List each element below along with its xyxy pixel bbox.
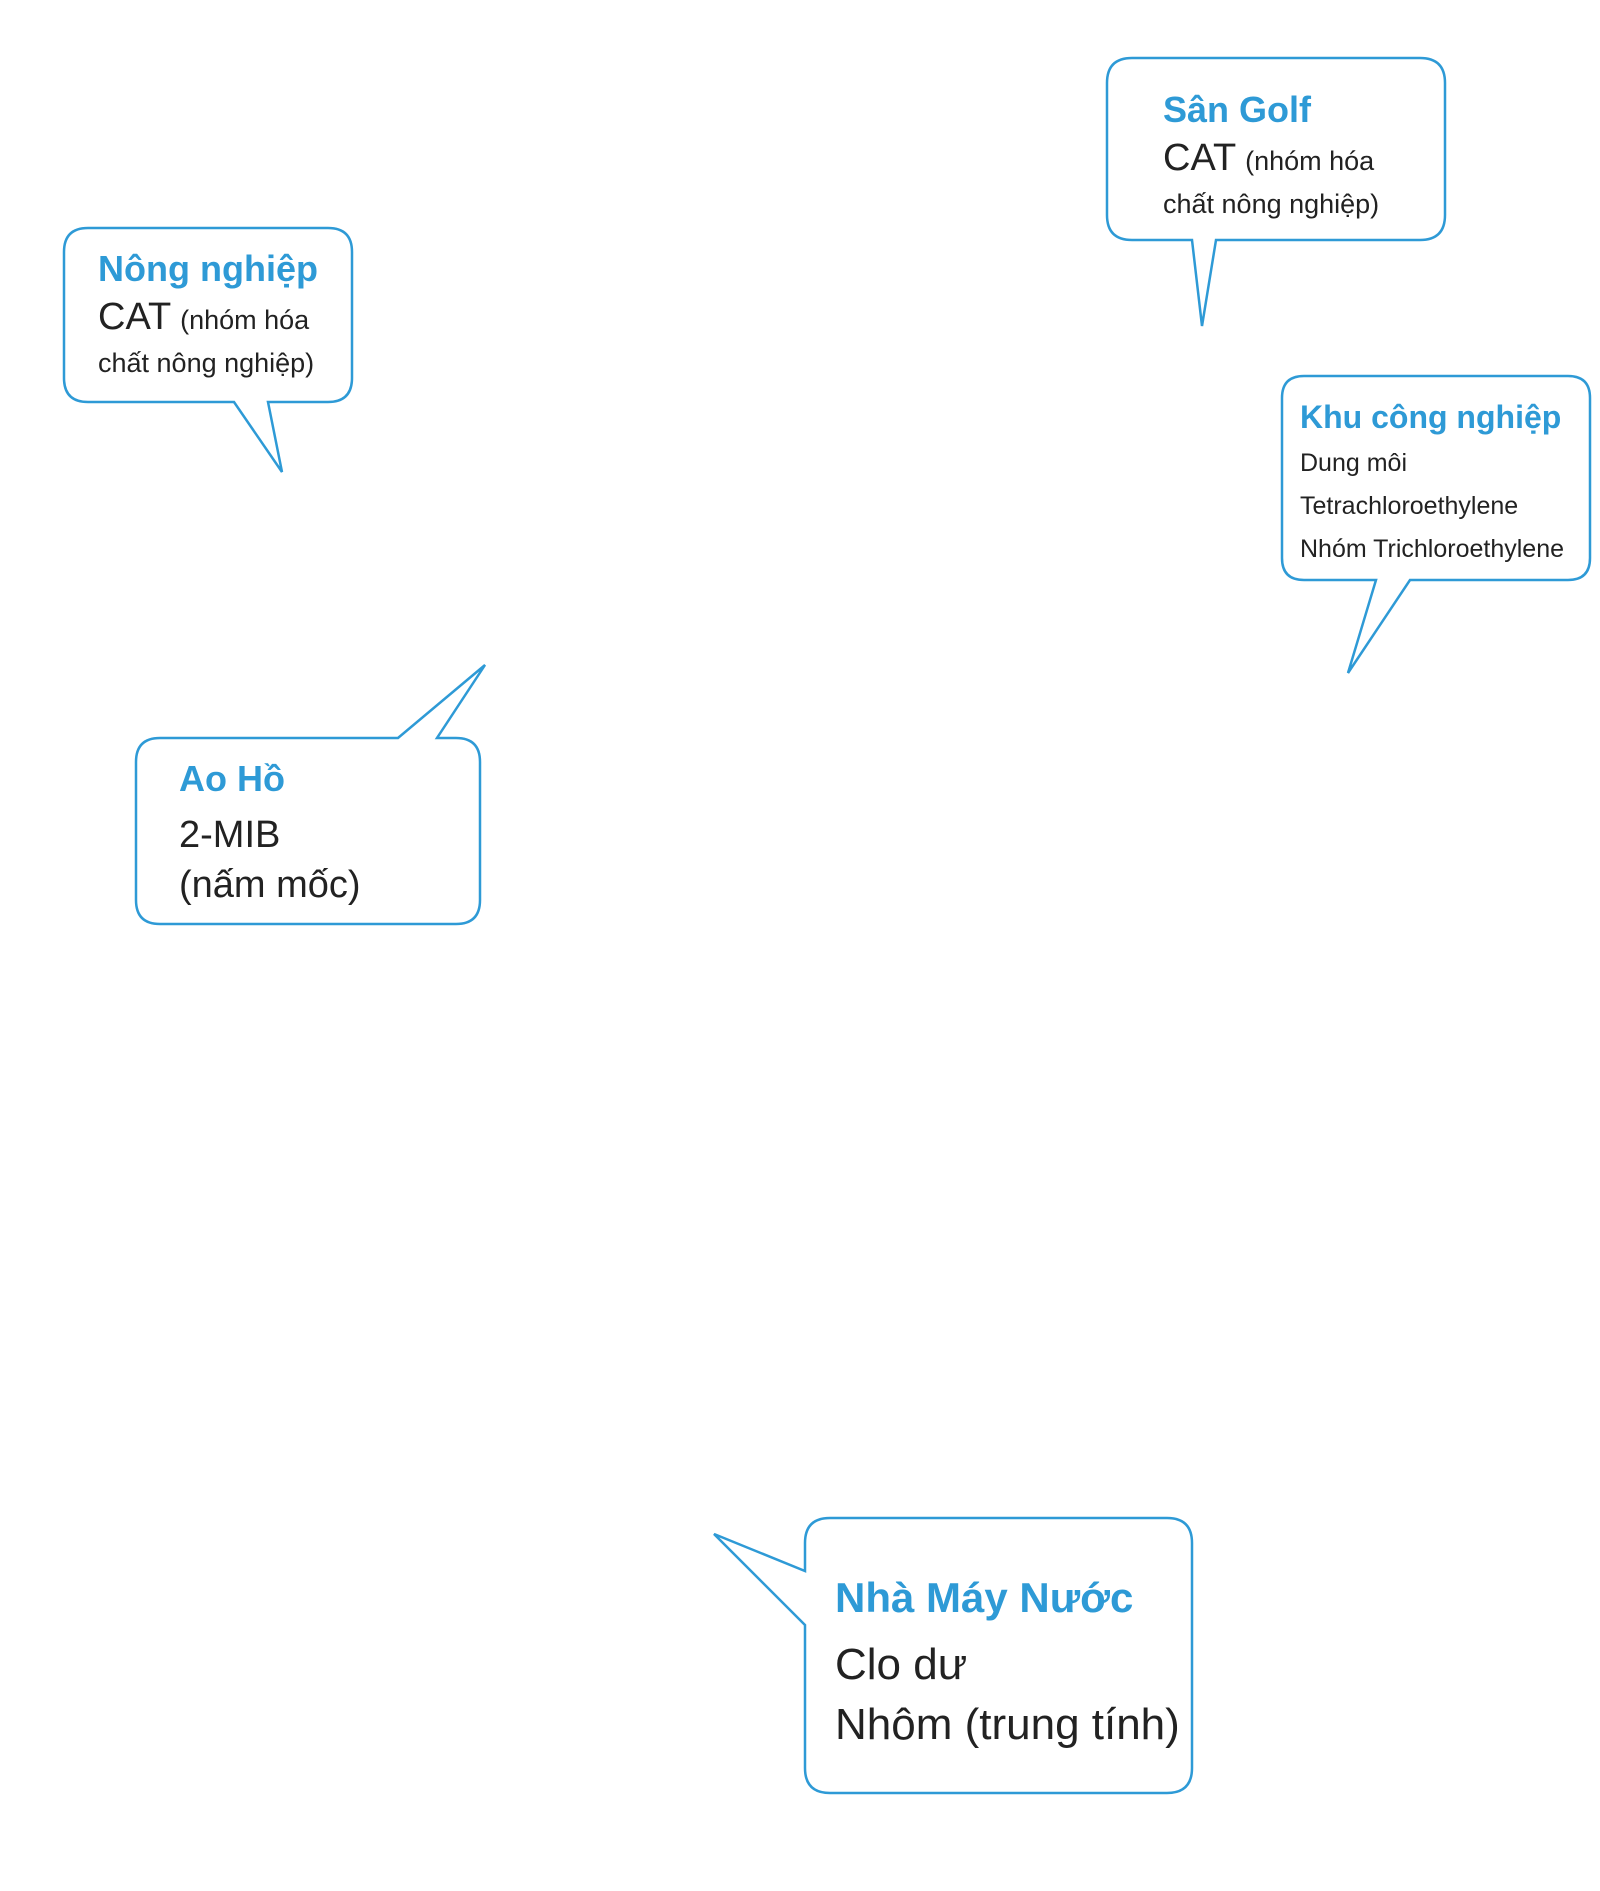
callout-title: Khu công nghiệp bbox=[1300, 399, 1562, 435]
callout-note: chất nông nghiệp) bbox=[98, 348, 315, 379]
callout-main-value: CAT bbox=[98, 296, 172, 339]
callout-line: Nhóm Trichloroethylene bbox=[1300, 535, 1565, 564]
nong-nghiep-bubble bbox=[62, 226, 354, 473]
callout-title: Sân Golf bbox=[1163, 89, 1312, 130]
callout-note: (nhóm hóa bbox=[1245, 146, 1375, 177]
san-golf-callout: Sân Golf CAT (nhóm hóa chất nông nghiệp) bbox=[1163, 88, 1379, 223]
nha-may-nuoc-callout: Nhà Máy Nước Clo dư Nhôm (trung tính) bbox=[835, 1573, 1180, 1755]
callout-line: CAT (nhóm hóa bbox=[1163, 139, 1379, 185]
ao-ho-bubble bbox=[134, 664, 487, 926]
ao-ho-callout: Ao Hồ 2-MIB (nấm mốc) bbox=[179, 757, 361, 910]
callout-line: Nhôm (trung tính) bbox=[835, 1700, 1180, 1750]
nha-may-nuoc-bubble bbox=[713, 1516, 1194, 1795]
nong-nghiep-callout: Nông nghiệp CAT (nhóm hóa chất nông nghi… bbox=[98, 247, 318, 382]
khu-cong-nghiep-callout: Khu công nghiệp Dung môi Tetrachloroethy… bbox=[1300, 398, 1564, 571]
callout-line: Dung môi bbox=[1300, 449, 1407, 478]
callout-line: CAT (nhóm hóa bbox=[98, 298, 318, 344]
callout-line: 2-MIB bbox=[179, 814, 281, 857]
callout-note: chất nông nghiệp) bbox=[1163, 189, 1380, 220]
callout-note: (nhóm hóa bbox=[180, 305, 310, 336]
callout-line: Clo dư bbox=[835, 1640, 968, 1690]
callout-main-value: CAT bbox=[1163, 137, 1237, 180]
callout-line: Tetrachloroethylene bbox=[1300, 492, 1519, 521]
san-golf-bubble bbox=[1105, 56, 1447, 327]
callout-title: Nhà Máy Nước bbox=[835, 1574, 1134, 1621]
khu-cong-nghiep-bubble bbox=[1280, 374, 1592, 674]
callout-title: Nông nghiệp bbox=[98, 248, 318, 289]
callout-line: (nấm mốc) bbox=[179, 864, 361, 907]
callout-title: Ao Hồ bbox=[179, 758, 285, 799]
